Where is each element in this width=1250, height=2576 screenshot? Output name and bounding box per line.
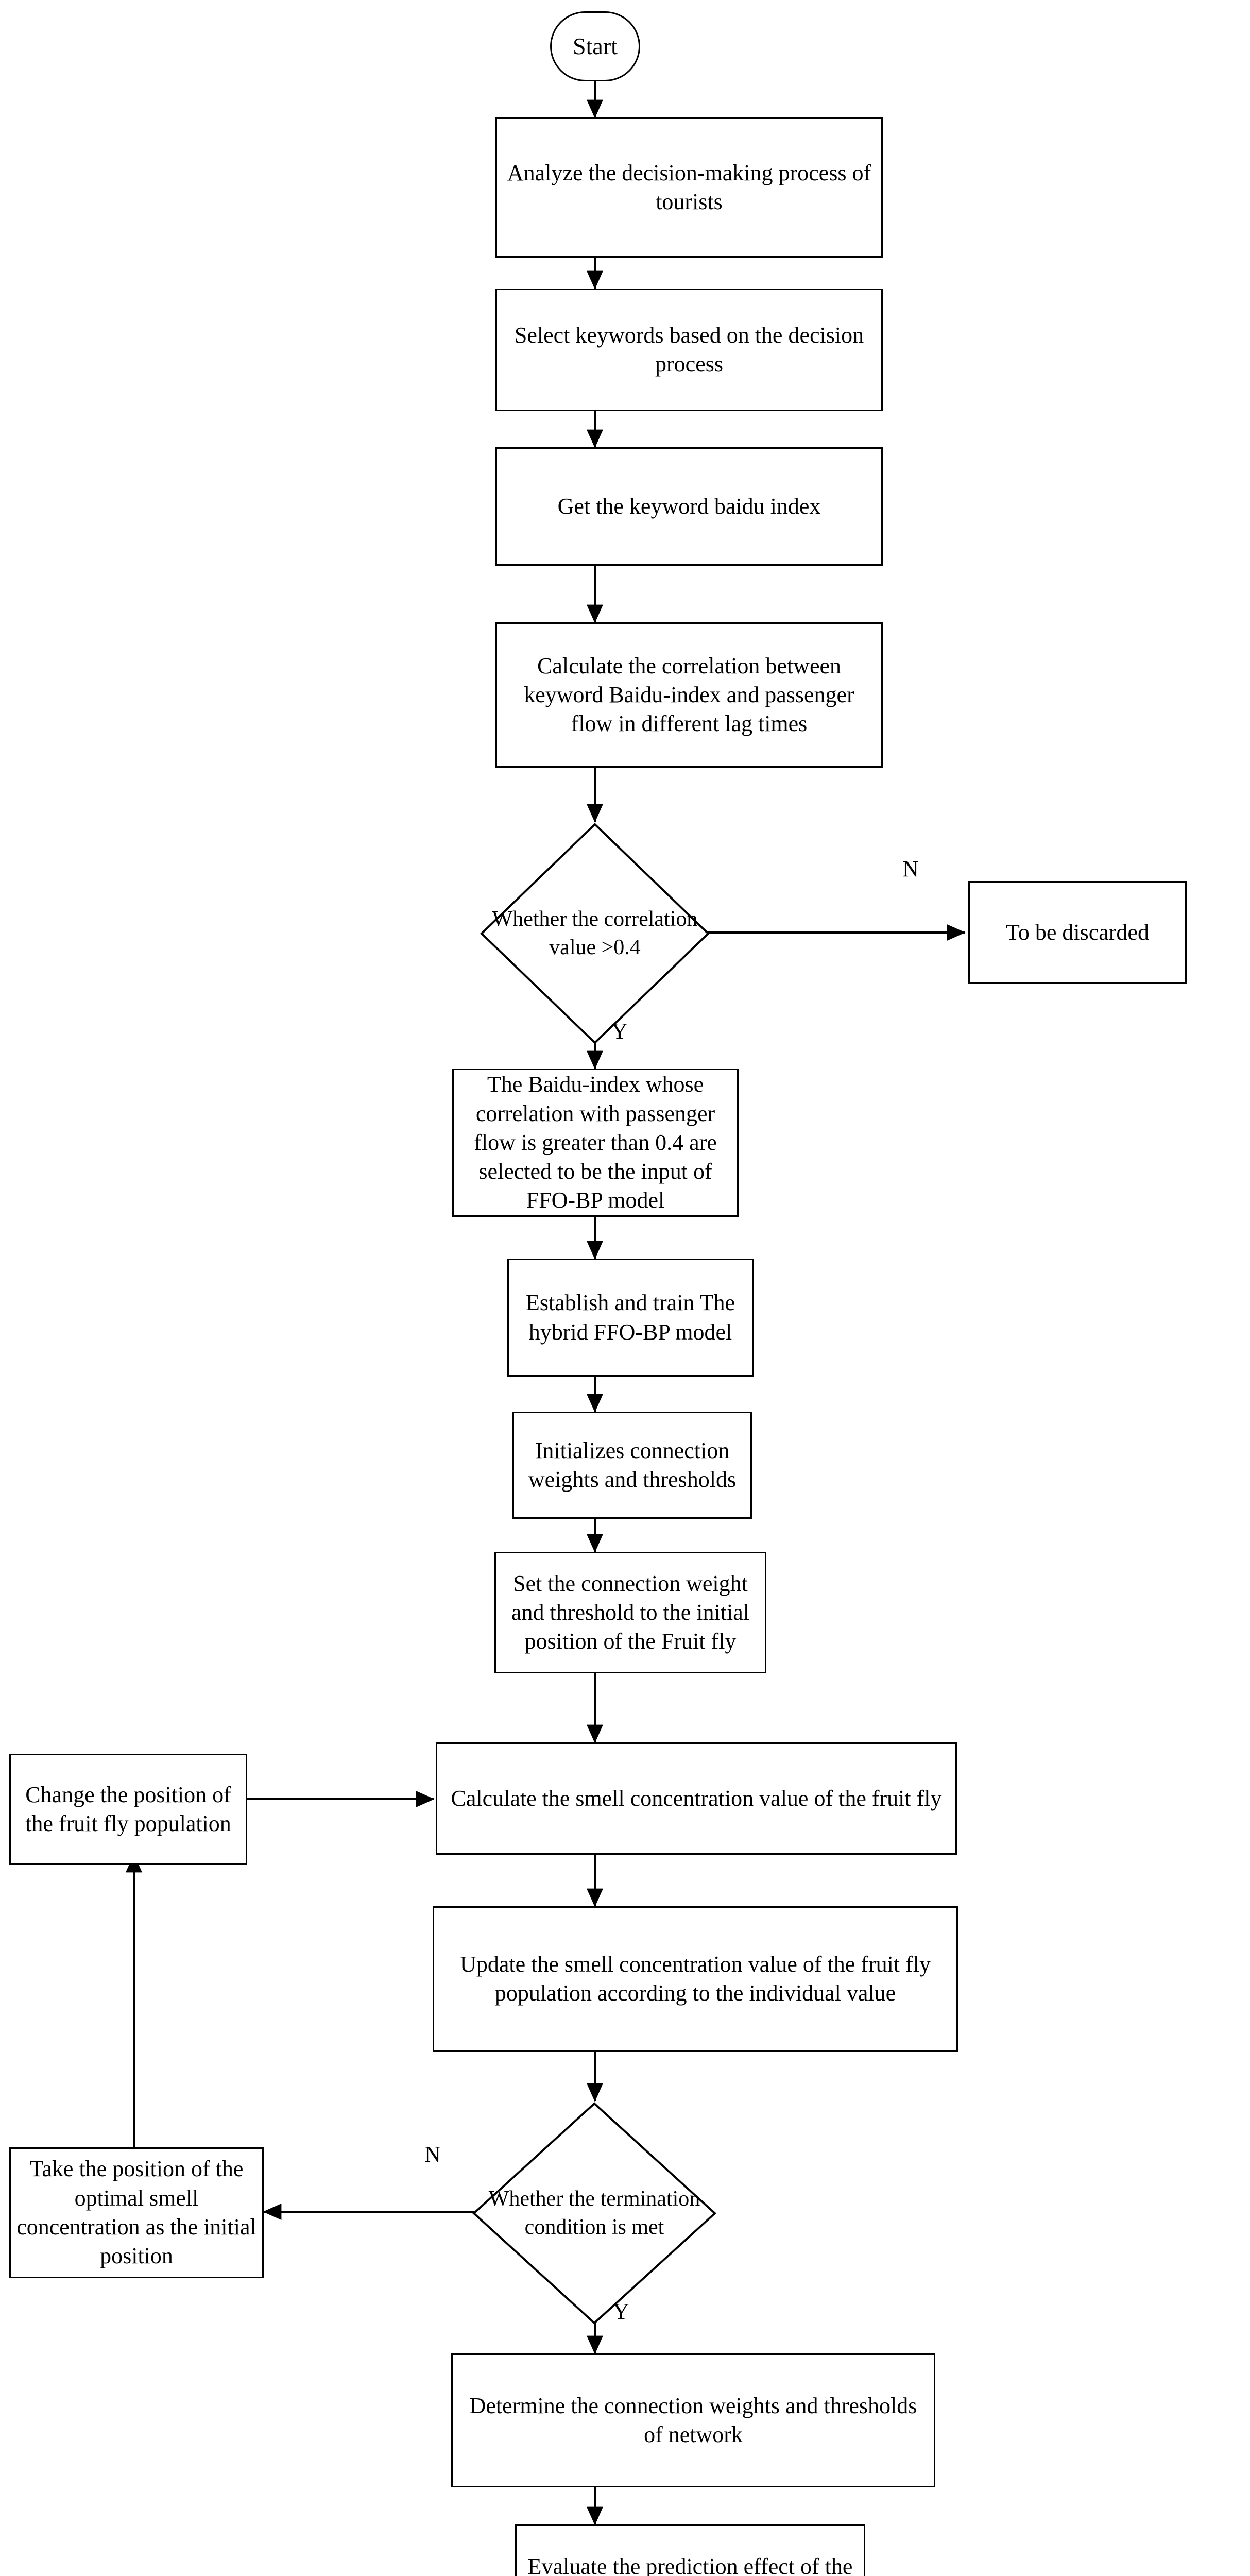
node-determine-weights-thresholds[interactable]: Determine the connection weights and thr… (451, 2353, 935, 2487)
node-select-keywords-label: Select keywords based on the decision pr… (514, 322, 864, 377)
node-evaluate-prediction-effect[interactable]: Evaluate the prediction effect of the mo… (515, 2524, 865, 2576)
edge-label-correlation-no: N (902, 856, 919, 882)
node-get-keyword-baidu-index-label: Get the keyword baidu index (557, 493, 821, 519)
node-calculate-smell-concentration-label: Calculate the smell concentration value … (451, 1785, 942, 1811)
node-to-be-discarded[interactable]: To be discarded (968, 881, 1187, 984)
node-decision-termination[interactable]: Whether the termination condition is met (472, 2102, 716, 2325)
node-initialize-weights[interactable]: Initializes connection weights and thres… (512, 1412, 752, 1519)
node-take-optimal-position[interactable]: Take the position of the optimal smell c… (9, 2147, 264, 2278)
node-determine-weights-thresholds-label: Determine the connection weights and thr… (469, 2393, 917, 2447)
node-calculate-correlation[interactable]: Calculate the correlation between keywor… (495, 622, 883, 768)
edge-label-termination-yes: Y (613, 2299, 629, 2324)
node-select-keywords[interactable]: Select keywords based on the decision pr… (495, 289, 883, 411)
node-evaluate-prediction-effect-label: Evaluate the prediction effect of the mo… (527, 2553, 853, 2576)
node-change-fruit-fly-position-label: Change the position of the fruit fly pop… (25, 1782, 231, 1836)
node-set-initial-position[interactable]: Set the connection weight and threshold … (494, 1552, 766, 1673)
node-analyze-decision-process-label: Analyze the decision-making process of t… (507, 160, 871, 214)
node-start-label: Start (573, 32, 618, 59)
node-calculate-smell-concentration[interactable]: Calculate the smell concentration value … (436, 1742, 957, 1855)
node-decision-correlation[interactable]: Whether the correlation value >0.4 (480, 823, 710, 1044)
node-update-smell-concentration[interactable]: Update the smell concentration value of … (433, 1906, 958, 2052)
node-calculate-correlation-label: Calculate the correlation between keywor… (524, 653, 854, 737)
edge-label-correlation-yes: Y (611, 1019, 628, 1044)
node-establish-train-model[interactable]: Establish and train The hybrid FFO-BP mo… (507, 1259, 754, 1377)
node-set-initial-position-label: Set the connection weight and threshold … (511, 1570, 749, 1654)
node-take-optimal-position-label: Take the position of the optimal smell c… (16, 2156, 256, 2269)
node-analyze-decision-process[interactable]: Analyze the decision-making process of t… (495, 117, 883, 258)
node-to-be-discarded-label: To be discarded (1006, 919, 1149, 945)
node-establish-train-model-label: Establish and train The hybrid FFO-BP mo… (525, 1290, 735, 1345)
node-initialize-weights-label: Initializes connection weights and thres… (528, 1437, 737, 1492)
node-baidu-index-selected[interactable]: The Baidu-index whose correlation with p… (452, 1069, 739, 1217)
node-get-keyword-baidu-index[interactable]: Get the keyword baidu index (495, 447, 883, 566)
node-change-fruit-fly-position[interactable]: Change the position of the fruit fly pop… (9, 1754, 247, 1865)
node-baidu-index-selected-label: The Baidu-index whose correlation with p… (474, 1072, 717, 1213)
node-start[interactable]: Start (550, 11, 640, 81)
node-update-smell-concentration-label: Update the smell concentration value of … (460, 1951, 931, 2006)
edge-label-termination-no: N (424, 2142, 441, 2167)
